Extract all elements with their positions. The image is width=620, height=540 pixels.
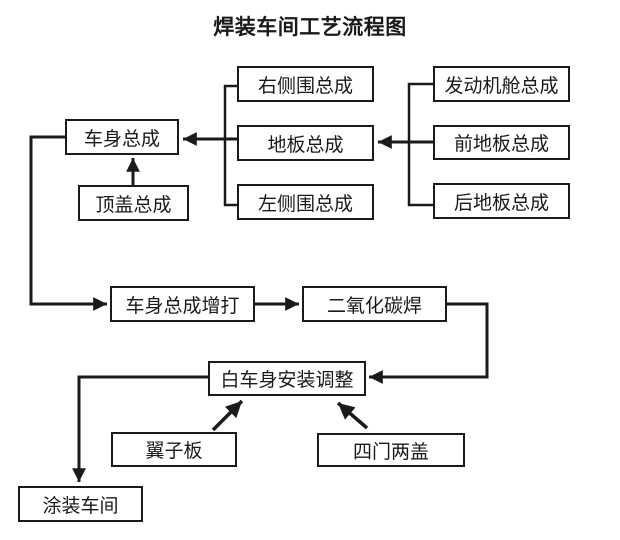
connector-co2-to-biw <box>369 302 489 384</box>
connector-body-to-respot <box>29 135 107 311</box>
node-co2-welding: 二氧化碳焊 <box>302 286 447 322</box>
node-fender: 翼子板 <box>111 432 237 467</box>
connector-fender-to-biw <box>211 399 244 432</box>
diagram-title: 焊装车间工艺流程图 <box>213 16 407 39</box>
node-biw-install-adjust: 白车身安装调整 <box>208 361 366 396</box>
node-four-doors-two-covers: 四门两盖 <box>317 433 465 467</box>
node-floor-assembly: 地板总成 <box>237 125 374 161</box>
node-engine-bay-assembly: 发动机舱总成 <box>433 66 570 102</box>
node-body-assembly: 车身总成 <box>65 119 179 155</box>
connector-left-bracket <box>223 84 237 207</box>
node-right-side-assembly: 右侧围总成 <box>237 66 374 102</box>
connector-doors-to-biw <box>336 401 369 430</box>
node-rear-floor-assembly: 后地板总成 <box>433 183 570 219</box>
node-front-floor-assembly: 前地板总成 <box>433 125 570 160</box>
node-paint-shop: 涂装车间 <box>18 486 143 522</box>
node-roof-assembly: 顶盖总成 <box>78 185 189 221</box>
connector-right-bracket <box>407 82 433 207</box>
node-left-side-assembly: 左侧围总成 <box>237 184 374 220</box>
connector-biw-to-paint <box>72 375 208 482</box>
node-body-respot-welding: 车身总成增打 <box>110 286 255 322</box>
